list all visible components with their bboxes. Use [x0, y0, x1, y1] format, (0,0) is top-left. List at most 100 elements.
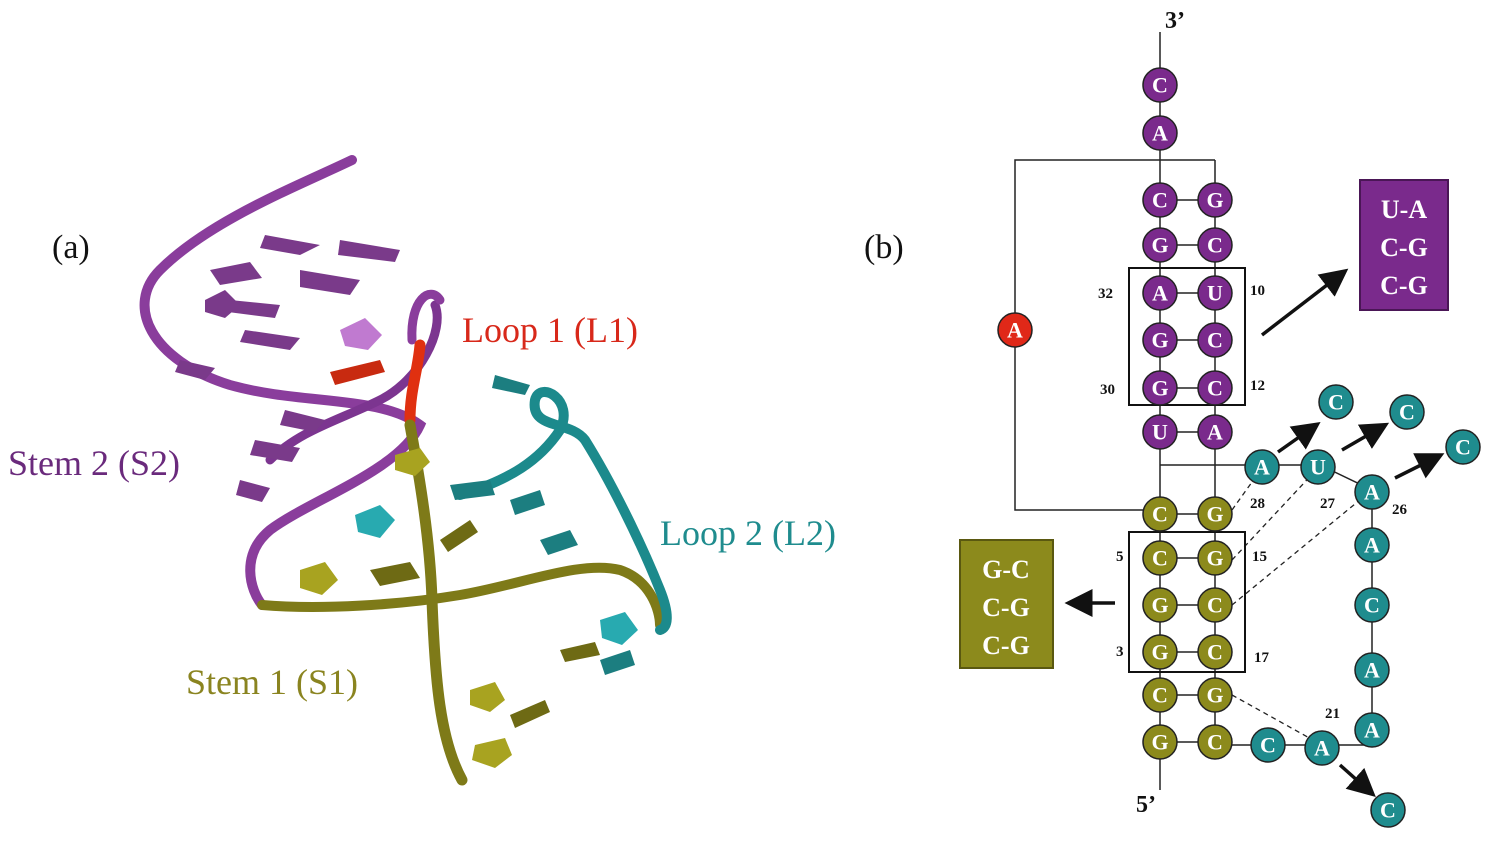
stem2-label: Stem 2 (S2)	[8, 443, 180, 483]
svg-text:C-G: C-G	[982, 631, 1030, 660]
nucleotide: C	[1197, 227, 1233, 263]
nucleotide: A	[1354, 527, 1390, 563]
svg-text:C: C	[1260, 733, 1276, 758]
stem1-bases	[300, 448, 600, 768]
svg-text:5: 5	[1116, 549, 1124, 565]
svg-text:U: U	[1207, 281, 1223, 306]
svg-text:17: 17	[1254, 650, 1270, 666]
nucleotide-loop1: A	[997, 312, 1033, 348]
nucleotide: A	[1244, 449, 1280, 485]
nucleotide: G	[1142, 587, 1178, 623]
svg-text:C-G: C-G	[982, 593, 1030, 622]
svg-text:3: 3	[1116, 644, 1124, 660]
nucleotide: C	[1197, 587, 1233, 623]
svg-text:10: 10	[1250, 283, 1265, 299]
svg-text:28: 28	[1250, 496, 1265, 512]
nucleotide: C	[1197, 322, 1233, 358]
nucleotide: G	[1142, 370, 1178, 406]
mutation-arrows	[1064, 268, 1445, 797]
svg-text:C: C	[1152, 683, 1168, 708]
stem2-backbone	[139, 155, 427, 610]
nucleotide: C	[1142, 540, 1178, 576]
svg-text:C: C	[1399, 400, 1415, 425]
svg-text:30: 30	[1100, 382, 1115, 398]
nucleotide: U	[1300, 449, 1336, 485]
svg-text:C-G: C-G	[1380, 233, 1428, 262]
svg-text:G-C: G-C	[982, 555, 1030, 584]
panel-a-label: (a)	[52, 229, 90, 266]
svg-text:A: A	[1254, 455, 1270, 480]
svg-text:U-A: U-A	[1381, 195, 1427, 224]
nucleotide: C	[1197, 634, 1233, 670]
nucleotide: G	[1142, 227, 1178, 263]
nucleotide: C	[1197, 370, 1233, 406]
backbone-lines	[1014, 32, 1373, 790]
nucleotide: C	[1142, 182, 1178, 218]
svg-text:C: C	[1152, 73, 1168, 98]
svg-text:G: G	[1206, 683, 1223, 708]
nucleotides: C A C G G C A U G C G C U A A C G C G G …	[997, 67, 1481, 828]
svg-text:C: C	[1207, 593, 1223, 618]
nucleotide: A	[1354, 712, 1390, 748]
loop2-bases	[355, 375, 638, 675]
nucleotide: C	[1142, 496, 1178, 532]
svg-text:15: 15	[1252, 549, 1267, 565]
nucleotide: G	[1197, 496, 1233, 532]
stem1-backbone-cross	[257, 562, 665, 630]
svg-text:C: C	[1207, 233, 1223, 258]
nucleotide: U	[1197, 275, 1233, 311]
svg-text:A: A	[1207, 420, 1223, 445]
svg-text:27: 27	[1320, 496, 1336, 512]
position-numbers: 32 10 30 12 28 27 26 5 15 3 17 21	[1098, 283, 1408, 722]
nucleotide: A	[1197, 414, 1233, 450]
svg-text:G: G	[1151, 593, 1168, 618]
substitution-nucleotide: C	[1389, 394, 1425, 430]
svg-text:U: U	[1152, 420, 1168, 445]
svg-text:A: A	[1364, 718, 1380, 743]
loop1-base	[330, 360, 385, 385]
svg-text:C: C	[1207, 730, 1223, 755]
svg-text:A: A	[1152, 121, 1168, 146]
loop1-backbone	[404, 339, 426, 426]
nucleotide: C	[1142, 67, 1178, 103]
nucleotide: C	[1250, 727, 1286, 763]
three-prime-label: 3’	[1165, 8, 1185, 34]
svg-text:G: G	[1206, 546, 1223, 571]
svg-text:G: G	[1151, 233, 1168, 258]
panel-a: (a)	[8, 155, 836, 786]
svg-text:A: A	[1007, 318, 1023, 343]
stem1-label: Stem 1 (S1)	[186, 662, 358, 702]
svg-text:C: C	[1152, 546, 1168, 571]
svg-text:C: C	[1207, 328, 1223, 353]
svg-text:C: C	[1380, 798, 1396, 823]
stem1-mutation-box	[1128, 531, 1246, 673]
svg-text:A: A	[1364, 658, 1380, 683]
svg-text:C: C	[1152, 502, 1168, 527]
nucleotide: G	[1197, 540, 1233, 576]
stem2-backbone-inner	[265, 300, 442, 465]
five-prime-label: 5’	[1136, 792, 1156, 818]
nucleotide: G	[1197, 182, 1233, 218]
svg-text:C-G: C-G	[1380, 271, 1428, 300]
nucleotide: A	[1142, 115, 1178, 151]
svg-text:C: C	[1364, 593, 1380, 618]
nucleotide: A	[1354, 474, 1390, 510]
nucleotide: G	[1197, 677, 1233, 713]
nucleotide: C	[1197, 724, 1233, 760]
svg-text:G: G	[1206, 188, 1223, 213]
svg-text:21: 21	[1325, 706, 1340, 722]
rna-3d-structure	[139, 155, 672, 786]
svg-text:A: A	[1364, 533, 1380, 558]
nucleotide: A	[1354, 652, 1390, 688]
substitution-nucleotide: C	[1445, 429, 1481, 465]
panel-b: (b)	[864, 8, 1481, 828]
loop2-label: Loop 2 (L2)	[660, 513, 836, 553]
svg-text:G: G	[1151, 376, 1168, 401]
tertiary-interactions	[1231, 467, 1373, 746]
svg-text:12: 12	[1250, 378, 1265, 394]
loop1-label: Loop 1 (L1)	[462, 310, 638, 350]
svg-text:26: 26	[1392, 502, 1408, 518]
nucleotide: G	[1142, 724, 1178, 760]
svg-text:C: C	[1207, 376, 1223, 401]
substitution-nucleotide: C	[1318, 384, 1354, 420]
